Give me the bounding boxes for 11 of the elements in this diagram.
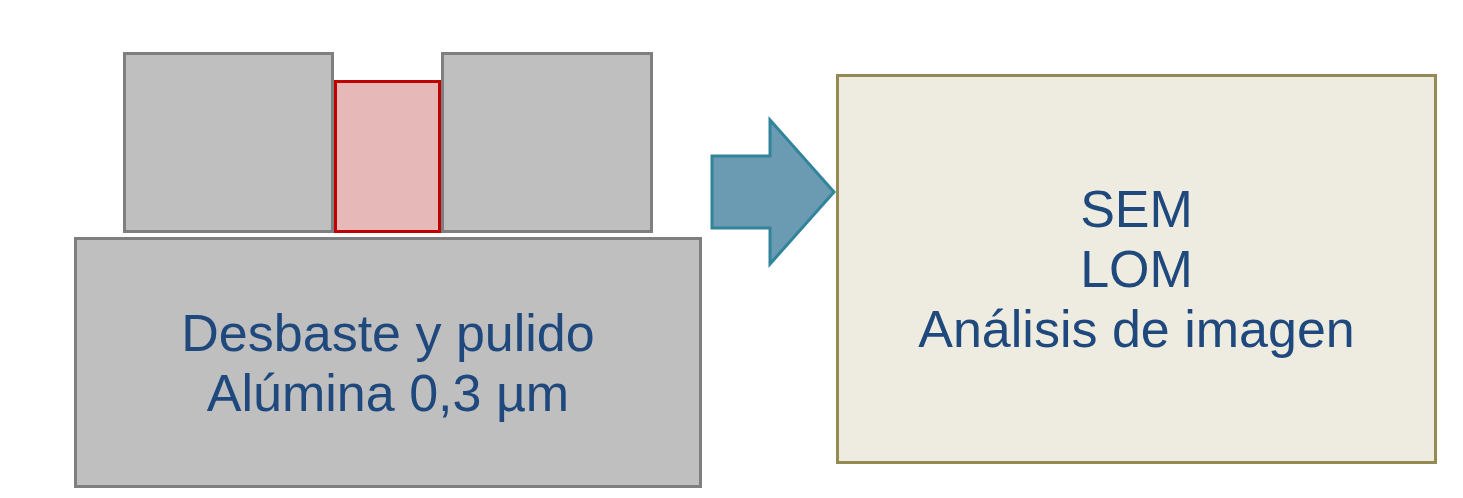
method-text: SEM xyxy=(1080,179,1193,239)
method-text: LOM xyxy=(1080,239,1193,299)
result-box xyxy=(836,74,1437,464)
sample-block xyxy=(334,80,441,233)
method-text: Análisis de imagen xyxy=(918,299,1355,359)
mount-block xyxy=(441,52,653,233)
process-text: Desbaste y pulido xyxy=(181,302,595,363)
process-text: Alúmina 0,3 µm xyxy=(206,362,570,423)
base-block xyxy=(74,237,702,488)
mount-block xyxy=(123,52,334,233)
block-arrow xyxy=(710,116,836,268)
